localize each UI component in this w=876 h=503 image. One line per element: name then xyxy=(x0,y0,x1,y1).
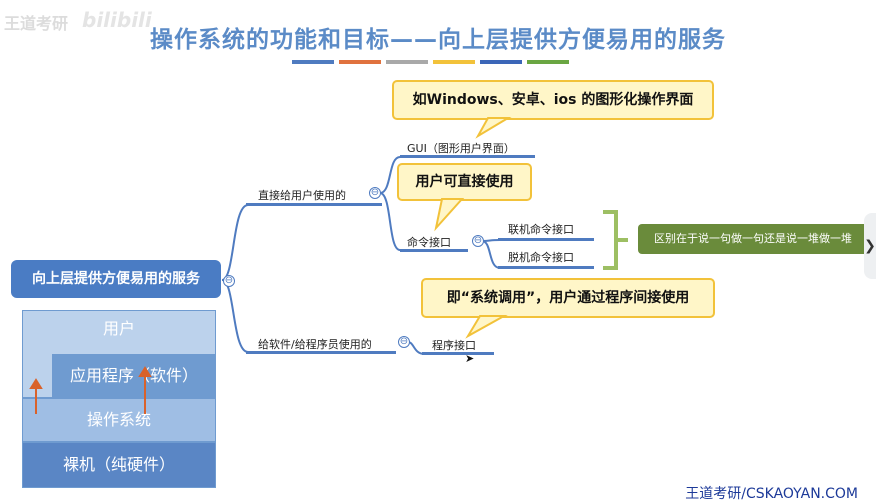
watermark-text: 王道考研 xyxy=(4,14,69,33)
callout-gui-tail xyxy=(475,117,512,139)
connector-command-offline xyxy=(481,240,501,269)
layer-os: 操作系统 xyxy=(22,398,216,442)
collapse-icon[interactable]: ⊖ xyxy=(223,275,235,287)
layer-app: 应用程序（软件） xyxy=(52,354,216,398)
connector-direct-gui xyxy=(379,156,401,194)
layer-user-label: 用户 xyxy=(102,319,135,338)
difference-note: 区别在于说一句做一句还是说一堆做一堆 xyxy=(638,224,868,254)
node-software[interactable]: 给软件/给程序员使用的 xyxy=(258,338,372,351)
arrow-head-icon xyxy=(29,378,43,389)
callout-program-tail xyxy=(465,315,508,339)
color-bar-3 xyxy=(386,60,428,64)
node-online-command[interactable]: 联机命令接口 xyxy=(508,223,574,236)
callout-gui: 如Windows、安卓、ios 的图形化操作界面 xyxy=(392,80,714,120)
color-bar-6 xyxy=(527,60,569,64)
footer-brand: 王道考研/CSKAOYAN.COM xyxy=(685,486,858,502)
node-gui-underline xyxy=(400,155,535,158)
color-bar-4 xyxy=(433,60,475,64)
color-bar-2 xyxy=(339,60,381,64)
color-bar-1 xyxy=(292,60,334,64)
node-offline-underline xyxy=(498,266,594,269)
root-node[interactable]: 向上层提供方便易用的服务 xyxy=(11,260,221,298)
connector-direct-command xyxy=(379,192,401,251)
callout-command-tail xyxy=(434,198,465,232)
collapse-icon[interactable]: ⊖ xyxy=(472,235,484,247)
node-direct-underline xyxy=(246,203,382,206)
watermark-logo: bilibili xyxy=(82,8,152,32)
color-bar-5 xyxy=(480,60,522,64)
collapse-icon[interactable]: ⊖ xyxy=(398,336,410,348)
next-page-button[interactable]: ❯ xyxy=(864,213,876,279)
node-offline-command[interactable]: 脱机命令接口 xyxy=(508,251,574,264)
node-command[interactable]: 命令接口 xyxy=(407,236,451,249)
node-online-underline xyxy=(498,238,594,241)
layer-hardware: 裸机（纯硬件） xyxy=(22,442,216,488)
page-title: 操作系统的功能和目标——向上层提供方便易用的服务 xyxy=(150,27,726,53)
node-direct-user[interactable]: 直接给用户使用的 xyxy=(258,189,346,202)
brace-icon xyxy=(603,210,628,270)
mouse-cursor-icon: ➤ xyxy=(465,352,475,365)
callout-program: 即“系统调用”，用户通过程序间接使用 xyxy=(421,278,715,318)
node-program-interface[interactable]: 程序接口 xyxy=(432,339,476,352)
node-program-underline xyxy=(422,352,494,355)
callout-command: 用户可直接使用 xyxy=(397,163,532,201)
collapse-icon[interactable]: ⊖ xyxy=(369,187,381,199)
node-gui[interactable]: GUI（图形用户界面） xyxy=(407,142,515,155)
arrow-head-icon xyxy=(138,366,152,377)
node-command-underline xyxy=(400,249,468,252)
node-software-underline xyxy=(246,351,396,354)
